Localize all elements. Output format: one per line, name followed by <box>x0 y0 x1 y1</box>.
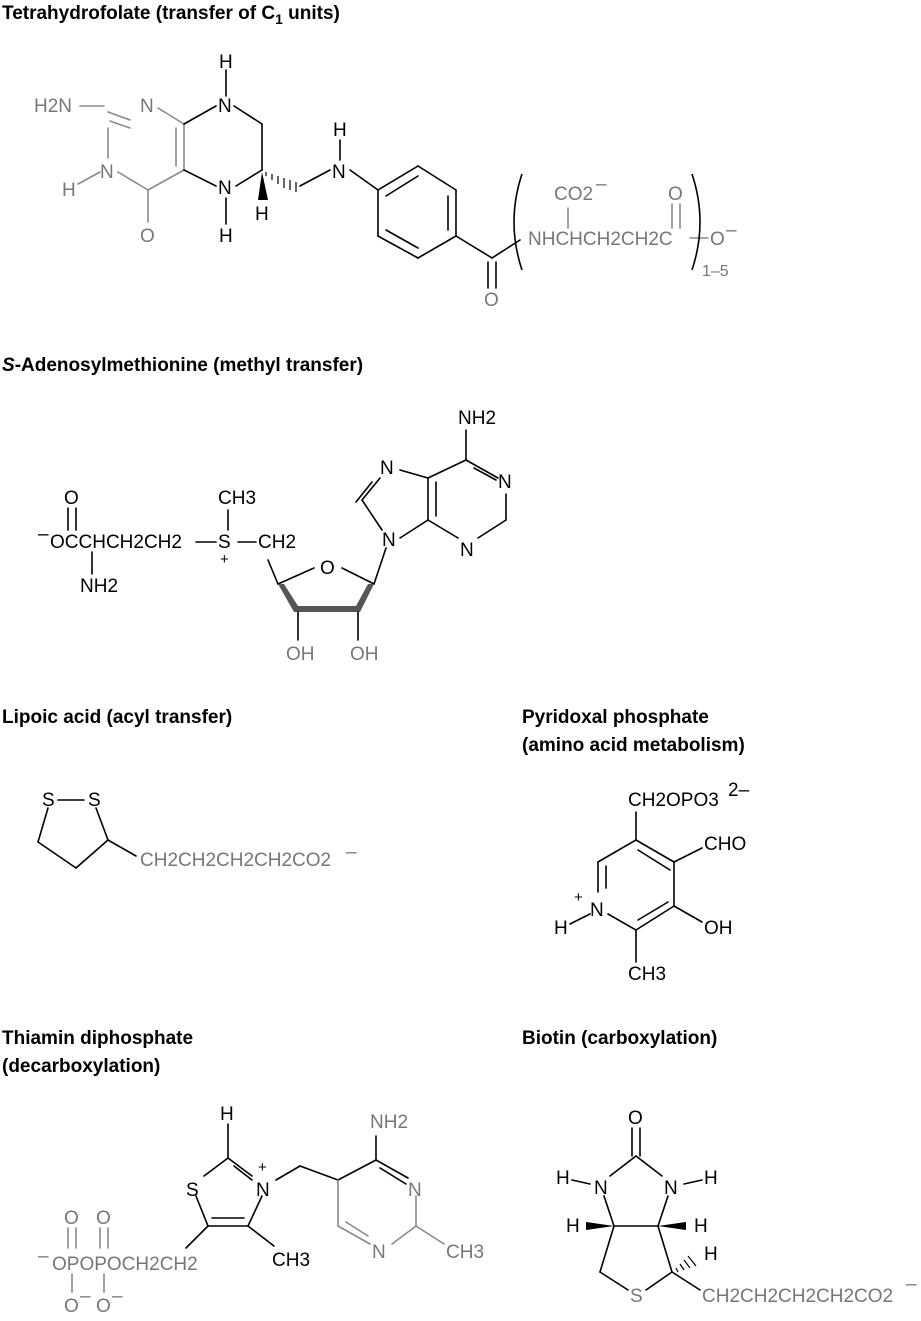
biotin-n2: N <box>664 1178 678 1199</box>
thf-o-minus-charge: – <box>726 220 737 241</box>
thf-glu: NHCHCH2CH2C <box>528 229 673 250</box>
sam-o-ring: O <box>320 558 335 579</box>
tpp-n-b: N <box>372 1242 386 1263</box>
tpp-n: N <box>256 1180 270 1201</box>
tpp-minus: – <box>38 1246 49 1267</box>
sam-ch2: CH2 <box>258 532 296 553</box>
sam-ch3: CH3 <box>218 488 256 509</box>
tpp-o2: O <box>96 1208 111 1229</box>
title-tetrahydrofolate: Tetrahydrofolate (transfer of C1 units) <box>2 0 340 33</box>
thf-title-main: Tetrahydrofolate (transfer of C <box>2 3 276 24</box>
biotin-chain: CH2CH2CH2CH2CO2 <box>702 1286 893 1307</box>
title-sam: S-Adenosylmethionine (methyl transfer) <box>2 352 363 380</box>
thf-title-sub: 1 <box>275 10 283 27</box>
sam-s-plus: + <box>220 551 229 568</box>
sam-chain: OCCHCH2CH2 <box>50 532 182 553</box>
sam-title-s: S <box>2 355 15 376</box>
thf-n3: N <box>100 162 114 183</box>
tpp-o1: O <box>64 1208 79 1229</box>
plp-plus: + <box>574 889 583 906</box>
thf-o-minus: O <box>710 229 725 250</box>
sam-oh2: OH <box>350 644 379 665</box>
lipoic-s1: S <box>42 790 55 811</box>
thf-n1: N <box>140 96 154 117</box>
biotin-n1: N <box>594 1178 608 1199</box>
thf-h2n: H2N <box>34 96 72 117</box>
tpp-o4-minus: – <box>112 1286 123 1307</box>
thf-o-amide: O <box>484 290 499 311</box>
sam-n9: N <box>382 530 396 551</box>
sam-n3: N <box>460 540 474 561</box>
tpp-ch3-b: CH3 <box>446 1242 484 1263</box>
thf-o-glu: O <box>668 184 683 205</box>
biotin-h1: H <box>556 1168 570 1189</box>
tpp-s: S <box>186 1180 199 1201</box>
thf-title-tail: units) <box>282 3 340 24</box>
sam-structure: NH2 N N N N O OH OH CH3 CH2 S + OCCHCH2C… <box>38 408 512 665</box>
thf-n-top: N <box>218 96 232 117</box>
biotin-s: S <box>630 1286 643 1307</box>
thf-nh-h: H <box>333 120 347 141</box>
plp-charge: 2– <box>728 780 750 801</box>
plp-ch3: CH3 <box>628 964 666 985</box>
biotin-h3: H <box>566 1216 580 1237</box>
thf-h6: H <box>255 204 269 225</box>
tpp-h: H <box>220 1104 234 1125</box>
tpp-ch3: CH3 <box>272 1250 310 1271</box>
sam-o-carb: O <box>64 488 79 509</box>
tpp-plus: + <box>258 1159 267 1176</box>
sam-s: S <box>218 532 231 553</box>
biotin-structure: O N N H H H H H S CH2CH2CH2CH2CO2 – <box>556 1108 917 1307</box>
title-biotin: Biotin (carboxylation) <box>522 1028 718 1049</box>
biotin-o: O <box>628 1108 643 1129</box>
thf-h-left: H <box>62 180 76 201</box>
plp-ch2opo3: CH2OPO3 <box>628 790 719 811</box>
thf-co2: CO2 <box>554 184 593 205</box>
tpp-o3-minus: – <box>80 1286 91 1307</box>
thf-co2-minus: – <box>596 174 607 195</box>
plp-oh: OH <box>704 918 733 939</box>
thf-h5: H <box>219 226 233 247</box>
thf-structure: H2N N N H N H O N H H N H O NHCHCH2CH2C … <box>34 52 737 311</box>
sam-n7: N <box>380 458 394 479</box>
tpp-title-line1: Thiamin diphosphate <box>2 1028 194 1049</box>
plp-structure: CH2OPO3 2– CHO OH CH3 N H + <box>554 780 750 985</box>
plp-h: H <box>554 918 568 939</box>
title-thiamin-diphosphate: Thiamin diphosphate (decarboxylation) <box>2 1025 193 1081</box>
plp-title-line2: (amino acid metabolism) <box>522 735 745 756</box>
plp-cho: CHO <box>704 834 746 855</box>
sam-oh1: OH <box>286 644 315 665</box>
sam-nh2: NH2 <box>458 408 496 429</box>
biotin-minus: – <box>906 1274 917 1295</box>
thf-o-left: O <box>140 226 155 247</box>
sam-minus: – <box>38 524 49 545</box>
sam-title-rest: -Adenosylmethionine (methyl transfer) <box>14 355 364 376</box>
thf-n5: N <box>218 178 232 199</box>
tpp-title-line2: (decarboxylation) <box>2 1056 161 1077</box>
sam-nh2-b: NH2 <box>80 576 118 597</box>
tpp-o4: O <box>96 1296 111 1317</box>
tpp-nh2: NH2 <box>370 1112 408 1133</box>
thf-nh-n: N <box>332 162 346 183</box>
lipoic-minus: – <box>346 842 357 863</box>
lipoic-chain: CH2CH2CH2CH2CO2 <box>140 850 331 871</box>
title-pyridoxal-phosphate: Pyridoxal phosphate (amino acid metaboli… <box>522 704 745 760</box>
biotin-h5: H <box>704 1244 718 1265</box>
biotin-h4: H <box>694 1216 708 1237</box>
plp-n: N <box>590 900 604 921</box>
tpp-n-a: N <box>408 1180 422 1201</box>
sam-n1: N <box>498 472 512 493</box>
tpp-o3: O <box>64 1296 79 1317</box>
thf-repeat: 1–5 <box>702 263 729 280</box>
plp-title-line1: Pyridoxal phosphate <box>522 707 709 728</box>
biotin-h2: H <box>704 1168 718 1189</box>
thf-h-top: H <box>219 52 233 73</box>
tpp-chain: OPOPOCH2CH2 <box>52 1254 198 1275</box>
title-lipoic-acid: Lipoic acid (acyl transfer) <box>2 707 233 728</box>
lipoic-s2: S <box>88 790 101 811</box>
lipoic-structure: S S CH2CH2CH2CH2CO2 – <box>37 790 357 871</box>
tpp-structure: H S N + CH3 NH2 N N CH3 OPOPOCH2CH2 – O … <box>38 1104 484 1317</box>
